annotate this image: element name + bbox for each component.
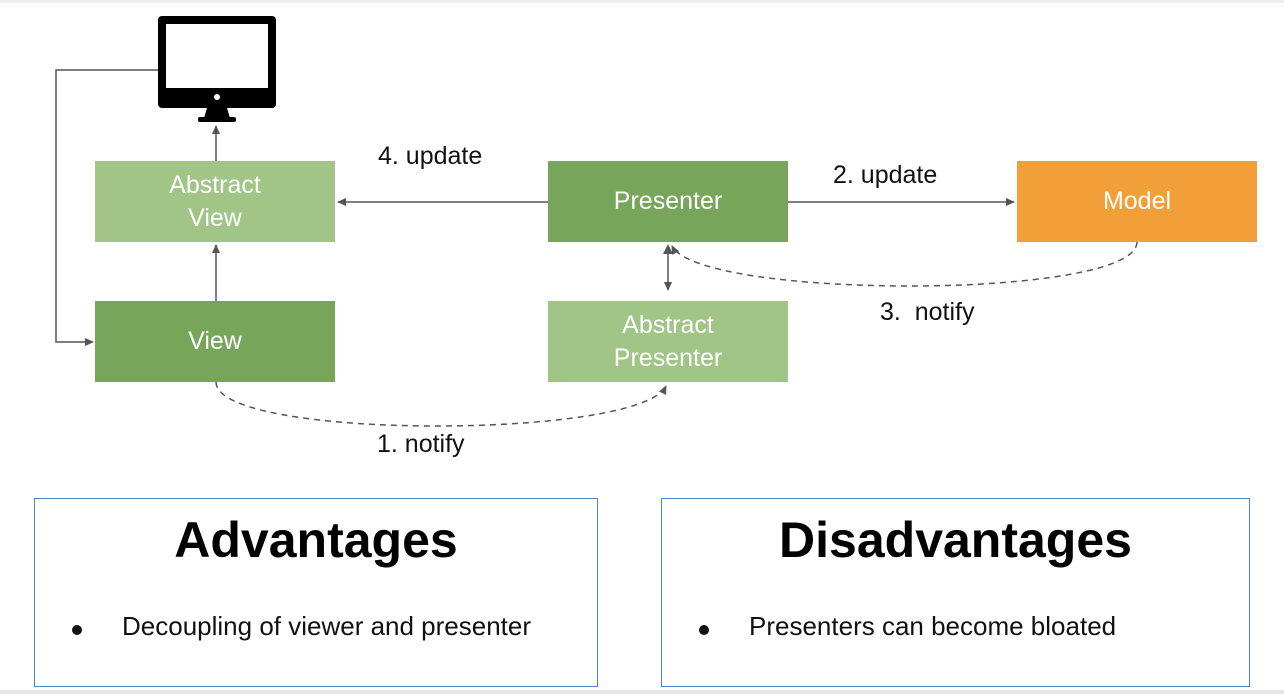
bullet-icon [72, 625, 82, 635]
node-model: Model [1017, 161, 1257, 242]
label-update-view: 4. update [378, 142, 483, 170]
node-abstract-view: Abstract View [95, 161, 335, 242]
advantage-text: Decoupling of viewer and presenter [122, 611, 532, 641]
label-update-model: 2. update [833, 161, 938, 189]
connector-notify-model [671, 241, 1138, 287]
bottom-border [0, 690, 1284, 694]
advantages-panel: Advantages Decoupling of viewer and pres… [34, 498, 598, 687]
label-notify-view: 1. notify [377, 430, 465, 458]
node-abstract-presenter: Abstract Presenter [548, 301, 788, 382]
bullet-icon [699, 625, 709, 635]
top-border [0, 0, 1284, 3]
node-presenter: Presenter [548, 161, 788, 242]
label-notify-model: 3. notify [880, 298, 975, 326]
connector-monitor-to-view [55, 69, 158, 346]
disadvantages-panel: Disadvantages Presenters can become bloa… [661, 498, 1250, 687]
advantages-title: Advantages [174, 512, 458, 568]
arrowhead-up [663, 244, 673, 254]
disadvantages-title: Disadvantages [779, 512, 1132, 568]
monitor-icon [158, 16, 276, 122]
node-view: View [95, 301, 335, 382]
disadvantage-text: Presenters can become bloated [749, 611, 1117, 641]
connector-notify-view [215, 381, 667, 427]
